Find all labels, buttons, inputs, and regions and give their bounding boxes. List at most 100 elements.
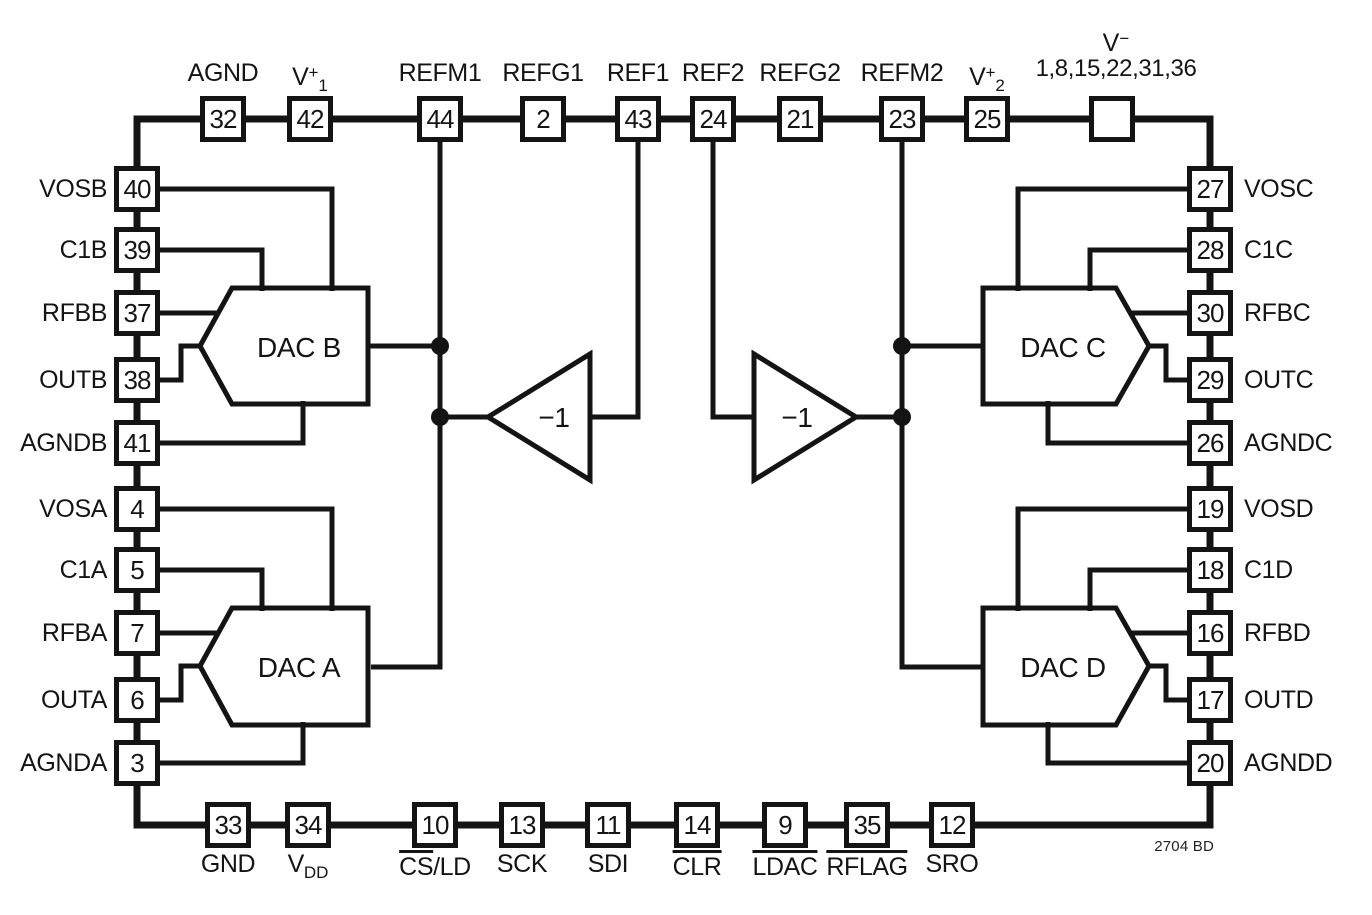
pin-box-43: 43: [615, 96, 661, 142]
wire-agndb: [137, 401, 306, 446]
pin-box-34: 34: [285, 802, 331, 848]
pin-box-vminus: [1089, 96, 1135, 142]
dac-c-block: [980, 285, 1152, 407]
pin-label-refg2: REFG2: [759, 59, 841, 87]
pin-box-35: 35: [844, 802, 890, 848]
pin-number: 39: [123, 235, 152, 265]
pin-number: 5: [130, 555, 145, 585]
pin-label-agndc: AGNDC: [1244, 429, 1333, 457]
pin-label-sdi: SDI: [587, 850, 629, 878]
pin-box-19: 19: [1187, 486, 1233, 532]
pin-number: 40: [123, 174, 152, 204]
pin-box-13: 13: [499, 802, 545, 848]
pin-label-ref1: REF1: [606, 59, 670, 87]
pin-label-sck: SCK: [496, 850, 548, 878]
pin-box-26: 26: [1187, 420, 1233, 466]
pin-number: 33: [214, 810, 243, 840]
vminus-symbol: V−: [1102, 29, 1130, 57]
dac-c-label: DAC C: [1020, 332, 1106, 363]
pin-label-c1d: C1D: [1244, 556, 1293, 584]
wire-ref2: [710, 119, 755, 420]
wire-c1c: [1087, 247, 1210, 291]
pin-label-rflag: RFLAG: [826, 850, 908, 881]
pin-box-20: 20: [1187, 740, 1233, 786]
pin-number: 42: [296, 104, 325, 134]
pin-number: 4: [130, 494, 145, 524]
dac-d-block: [980, 605, 1152, 728]
pin-number: 27: [1196, 174, 1225, 204]
pin-label-rfbd: RFBD: [1244, 619, 1311, 647]
pin-label-ldac: LDAC: [752, 850, 818, 881]
pin-box-27: 27: [1187, 166, 1233, 212]
pin-number: 12: [938, 810, 967, 840]
pin-number: 38: [123, 365, 152, 395]
pin-label-outa: OUTA: [41, 686, 107, 714]
pin-number: 30: [1196, 298, 1225, 328]
pin-box-4: 4: [114, 486, 160, 532]
pin-label-vminus: V− 1,8,15,22,31,36: [1036, 26, 1197, 82]
pin-number: 19: [1196, 494, 1225, 524]
pin-label-agndb: AGNDB: [20, 429, 107, 457]
pin-box-28: 28: [1187, 227, 1233, 273]
pin-number: 32: [209, 104, 238, 134]
pin-box-40: 40: [114, 166, 160, 212]
wire-vosa: [137, 506, 335, 611]
pin-number: 24: [699, 104, 728, 134]
pin-number: 14: [683, 810, 712, 840]
pin-number: 16: [1196, 618, 1225, 648]
pin-label-c1b: C1B: [59, 236, 108, 264]
pin-label-agnda: AGNDA: [20, 749, 107, 777]
pin-box-25: 25: [964, 96, 1010, 142]
pin-box-33: 33: [205, 802, 251, 848]
pin-label-outd: OUTD: [1244, 686, 1314, 714]
pin-label-c1a: C1A: [59, 556, 108, 584]
wire-vosc: [1015, 186, 1210, 291]
dac-a-block: [197, 605, 371, 728]
inverter-left-triangle: [483, 349, 593, 485]
pin-box-12: 12: [929, 802, 975, 848]
pin-label-clr: CLR: [672, 850, 722, 881]
pin-label-rfba: RFBA: [41, 619, 107, 647]
pin-number: 35: [853, 810, 882, 840]
junction-dot: [431, 337, 449, 355]
pin-box-37: 37: [114, 290, 160, 336]
pin-number: 18: [1196, 555, 1225, 585]
pin-label-agndd: AGNDD: [1244, 749, 1333, 777]
pin-box-3: 3: [114, 740, 160, 786]
pin-label-outb: OUTB: [39, 366, 107, 394]
pin-number: 21: [786, 104, 815, 134]
junction-dot: [893, 337, 911, 355]
pin-number: 29: [1196, 365, 1225, 395]
wire-c1d: [1087, 567, 1210, 611]
wire-refm1: [371, 119, 443, 670]
dac-b-block: [197, 285, 371, 407]
pin-number: 3: [130, 748, 145, 778]
pin-box-17: 17: [1187, 677, 1233, 723]
wire-c1b: [137, 247, 265, 291]
pin-number: 6: [130, 685, 145, 715]
dac-a-label: DAC A: [258, 652, 341, 683]
wire-agndd: [1045, 722, 1210, 766]
pin-box-6: 6: [114, 677, 160, 723]
pin-number: 28: [1196, 235, 1225, 265]
pin-box-16: 16: [1187, 610, 1233, 656]
chip-outline: [133, 115, 1214, 829]
pin-label-ref2: REF2: [681, 59, 745, 87]
pin-label-agnd: AGND: [187, 59, 259, 87]
pin-box-41: 41: [114, 420, 160, 466]
wire-ref1: [591, 119, 641, 420]
pin-label-vosb: VOSB: [39, 175, 107, 203]
pin-label-outc: OUTC: [1244, 366, 1314, 394]
pin-box-11: 11: [585, 802, 631, 848]
pin-label-rfbb: RFBB: [41, 299, 107, 327]
pin-label-vplus2: V+2: [969, 63, 1005, 95]
dac-d-label: DAC D: [1020, 652, 1106, 683]
pin-box-39: 39: [114, 227, 160, 273]
pin-label-refm2: REFM2: [860, 59, 944, 87]
pin-number: 41: [123, 428, 152, 458]
pin-number: 7: [130, 618, 145, 648]
pin-number: 23: [888, 104, 917, 134]
pin-label-csld: CS/LD: [399, 850, 471, 881]
wire-refm2: [899, 119, 981, 670]
